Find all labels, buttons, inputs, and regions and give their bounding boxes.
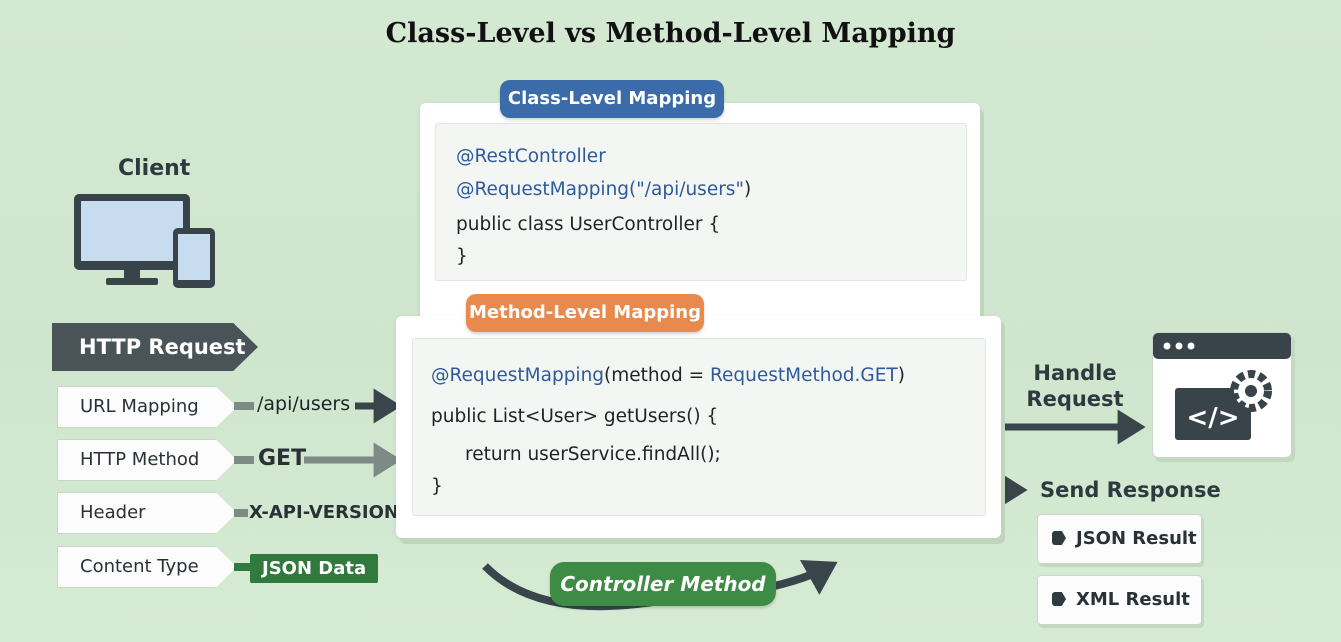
tag-icon [1052,531,1066,545]
class-level-panel: @RestController @RequestMapping("/api/us… [420,103,980,323]
class-level-pill: Class-Level Mapping [500,80,724,118]
class-declaration: public class UserController { [456,214,721,235]
handle-request-label: Handle Request [1026,361,1124,411]
method-return-statement: return userService.findAll(); [465,444,721,465]
client-label: Client [118,156,191,181]
method-level-pill: Method-Level Mapping [466,294,704,332]
content-type-label: Content Type [57,546,237,588]
url-value: /api/users [257,393,351,415]
send-response-label: Send Response [1040,478,1221,502]
diagram-title: Class-Level vs Method-Level Mapping [385,18,956,49]
http-method-label: HTTP Method [57,439,237,481]
method-code-block: @RequestMapping(method = RequestMethod.G… [412,338,986,516]
method-signature: public List<User> getUsers() { [431,406,719,427]
json-data-tag: JSON Data [250,554,379,583]
class-request-mapping: @RequestMapping("/api/users") [456,179,752,200]
svg-text:</>: </> [1186,403,1239,433]
monitor-icon [74,194,215,288]
method-level-panel: @RequestMapping(method = RequestMethod.G… [396,316,1001,538]
json-result-box: JSON Result [1037,514,1202,564]
method-request-mapping: @RequestMapping(method = RequestMethod.G… [431,365,905,386]
class-code-block: @RestController @RequestMapping("/api/us… [435,123,967,281]
http-method-value: GET [258,446,307,471]
rest-controller-annotation: @RestController [456,146,606,167]
header-label: Header [57,492,237,534]
class-closing-brace: } [456,246,468,267]
header-connector [234,509,248,517]
method-connector [234,456,254,464]
code-window-icon: </> [1152,332,1292,458]
controller-method-pill: Controller Method [550,562,776,606]
http-request-header: HTTP Request [52,323,258,371]
url-mapping-label: URL Mapping [57,386,237,428]
content-type-connector [234,563,250,571]
method-closing-brace: } [431,476,443,497]
tag-icon [1052,592,1066,606]
code-window-graphic: </> [1153,333,1291,440]
xml-result-box: XML Result [1037,575,1202,625]
url-connector [234,402,254,410]
header-value: X-API-VERSION=1 [249,502,427,523]
